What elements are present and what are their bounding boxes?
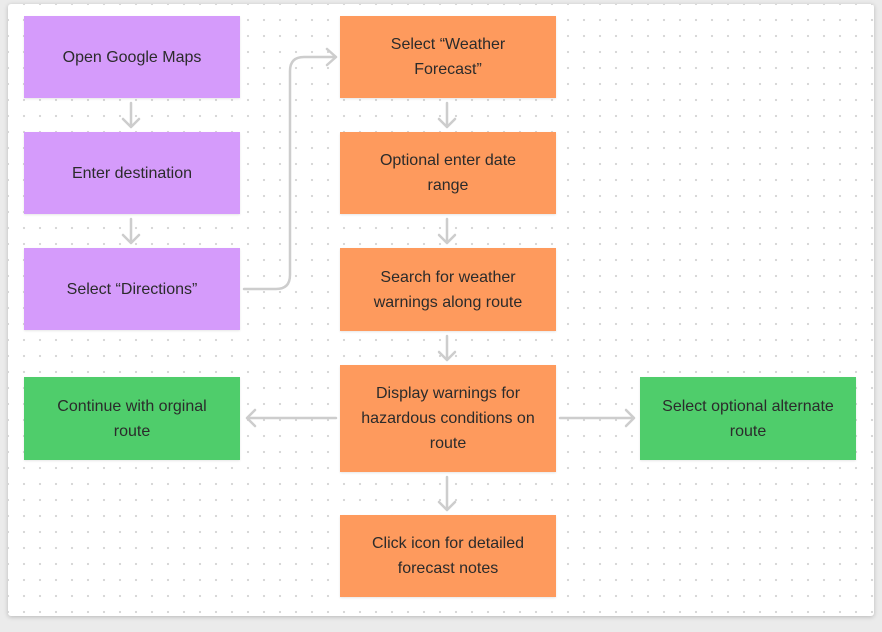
step-open-google-maps-label: Open Google Maps	[62, 48, 202, 66]
step-click-icon-notes-label: Click icon for detailed forecast notes	[371, 535, 525, 577]
outcome-continue-route: Continue with orginal route	[24, 377, 240, 460]
step-open-google-maps: Open Google Maps	[24, 16, 240, 98]
step-search-warnings: Search for weather warnings along route	[340, 248, 556, 331]
step-enter-date-range: Optional enter date range	[340, 132, 556, 214]
step-display-warnings-label: Display warnings for hazardous condition…	[361, 385, 535, 452]
step-select-directions: Select “Directions”	[24, 248, 240, 330]
step-display-warnings: Display warnings for hazardous condition…	[340, 365, 556, 472]
outcome-continue-route-label: Continue with orginal route	[57, 397, 207, 440]
step-enter-date-range-label: Optional enter date range	[379, 152, 517, 194]
step-search-warnings-label: Search for weather warnings along route	[373, 268, 523, 311]
outcome-alternate-route: Select optional alternate route	[640, 377, 856, 460]
outcome-alternate-route-label: Select optional alternate route	[662, 397, 834, 440]
step-select-weather-forecast-label: Select “Weather Forecast”	[390, 36, 506, 78]
step-click-icon-notes: Click icon for detailed forecast notes	[340, 515, 556, 597]
step-select-weather-forecast: Select “Weather Forecast”	[340, 16, 556, 98]
step-enter-destination-label: Enter destination	[71, 164, 193, 182]
step-enter-destination: Enter destination	[24, 132, 240, 214]
step-select-directions-label: Select “Directions”	[66, 280, 198, 298]
